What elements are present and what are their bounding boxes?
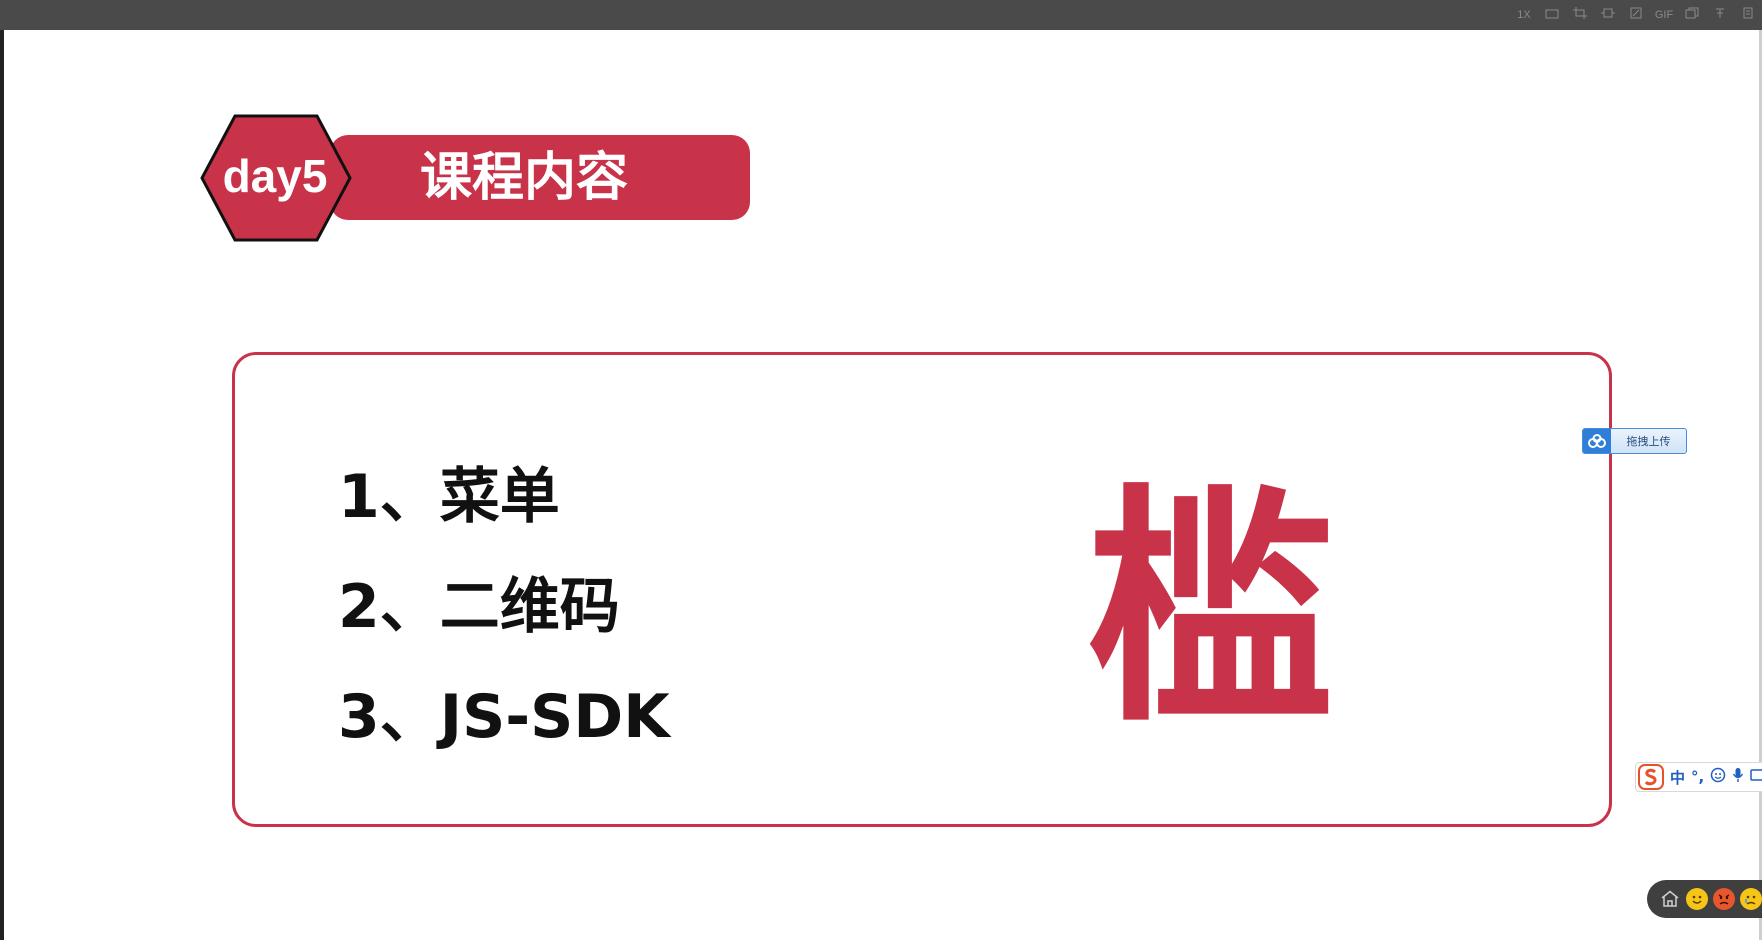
pin-icon[interactable] [1706, 0, 1734, 30]
day-hexagon-badge [200, 114, 352, 242]
list-item: 2、二维码 [338, 572, 620, 642]
copy-icon[interactable] [1678, 0, 1706, 30]
list-item: 3、JS-SDK [338, 682, 670, 752]
smile-emoji-icon[interactable] [1686, 888, 1708, 910]
fit-icon[interactable] [1538, 0, 1566, 30]
window-left-edge [0, 30, 4, 940]
fit-width-icon[interactable] [1594, 0, 1622, 30]
cloud-icon [1583, 429, 1611, 453]
angry-emoji-icon[interactable] [1713, 888, 1735, 910]
day-label: day5 [222, 150, 328, 202]
zoom-1x-button[interactable]: 1X [1517, 9, 1531, 21]
viewer-toolbar: 1X GIF [0, 0, 1762, 30]
more-icon[interactable] [1734, 0, 1762, 30]
content-box [232, 352, 1612, 827]
toolbar-icons: 1X GIF [1510, 0, 1762, 30]
ime-toolbar: 中 °, [1635, 762, 1762, 792]
ime-mode-toggle[interactable]: 中 [1670, 768, 1686, 787]
sogou-logo-icon[interactable] [1638, 764, 1664, 790]
edit-icon[interactable] [1622, 0, 1650, 30]
cry-emoji-icon[interactable] [1740, 888, 1762, 910]
upload-label: 拖拽上传 [1626, 435, 1671, 448]
slide-title: 课程内容 [420, 148, 629, 208]
home-icon[interactable] [1659, 888, 1681, 910]
keyboard-icon[interactable] [1750, 767, 1762, 787]
title-banner [330, 135, 750, 220]
microphone-icon[interactable] [1732, 767, 1744, 787]
window-right-edge [1759, 30, 1762, 940]
quick-reaction-bar [1647, 880, 1762, 918]
list-item: 1、菜单 [338, 462, 560, 532]
big-red-character: 槛 [1085, 464, 1335, 755]
emoji-icon[interactable] [1710, 767, 1726, 787]
ime-punctuation-toggle[interactable]: °, [1691, 768, 1705, 786]
crop-icon[interactable] [1566, 0, 1594, 30]
gif-button[interactable]: GIF [1654, 9, 1674, 21]
drag-upload-button[interactable]: 拖拽上传 [1582, 428, 1687, 454]
